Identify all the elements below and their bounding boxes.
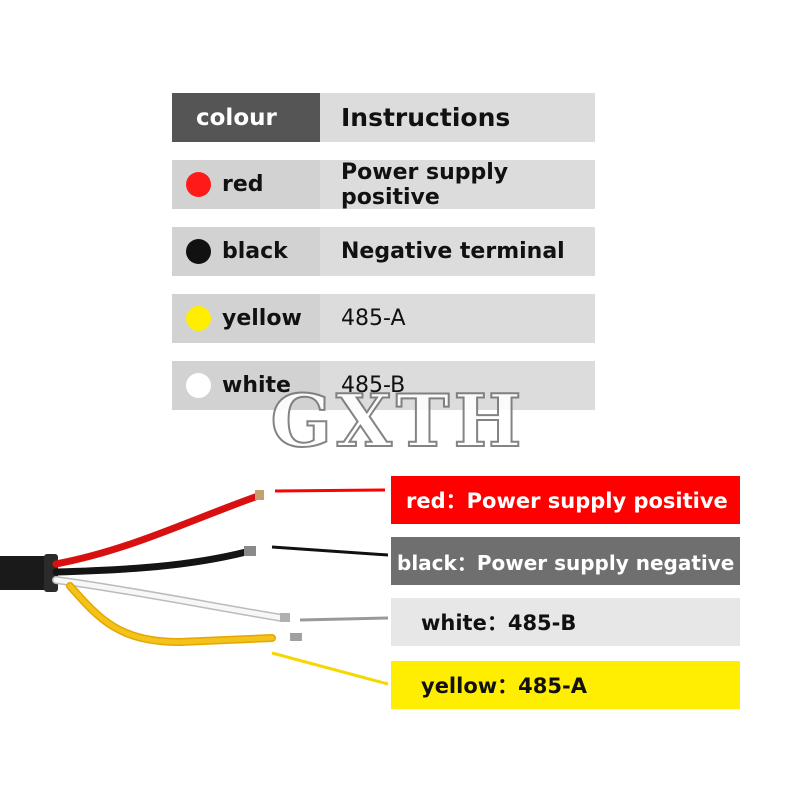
yellow-wire-core [67, 583, 275, 645]
colour-cell: white [172, 361, 320, 410]
white-leader-line [299, 616, 389, 622]
label-black-wire: black：Power supply negative [391, 537, 740, 585]
yellow-wire-tip [290, 633, 302, 641]
colour-label: black [222, 239, 288, 264]
red-leader-line [274, 488, 386, 493]
label-white-wire: white：485-B [391, 598, 740, 646]
white-dot-icon [186, 373, 211, 398]
instruction-cell: Power supply positive [320, 160, 595, 210]
instruction-cell: Negative terminal [320, 227, 595, 276]
table-row-yellow: yellow 485-A [172, 294, 595, 343]
colour-cell: yellow [172, 294, 320, 343]
table-header-row: colour Instructions [172, 93, 595, 142]
black-dot-icon [186, 239, 211, 264]
instruction-cell: 485-B [320, 361, 595, 410]
red-wire [52, 492, 262, 568]
white-wire-tip [280, 613, 290, 622]
label-yellow-wire: yellow：485-A [391, 661, 740, 709]
header-colour: colour [172, 93, 320, 142]
colour-label: yellow [222, 306, 302, 331]
white-wire-core [53, 577, 285, 621]
cable-illustration [0, 488, 389, 686]
black-wire-tip [244, 546, 256, 556]
table-row-red: red Power supply positive [172, 160, 595, 210]
red-wire-tip [255, 490, 264, 500]
header-instructions: Instructions [320, 93, 595, 142]
colour-cell: red [172, 160, 320, 209]
yellow-leader-line [271, 651, 389, 686]
watermark-logo: GXTH [270, 377, 526, 464]
table-row-black: black Negative terminal [172, 227, 595, 276]
red-dot-icon [186, 172, 211, 197]
instruction-cell: 485-A [320, 294, 595, 343]
colour-label: red [222, 172, 264, 197]
black-leader-line [271, 545, 389, 557]
label-red-wire: red：Power supply positive [391, 476, 740, 524]
table-row-white: white 485-B [172, 361, 595, 410]
colour-cell: black [172, 227, 320, 276]
black-wire [52, 548, 250, 576]
colour-label: white [222, 373, 291, 398]
yellow-dot-icon [186, 306, 211, 331]
